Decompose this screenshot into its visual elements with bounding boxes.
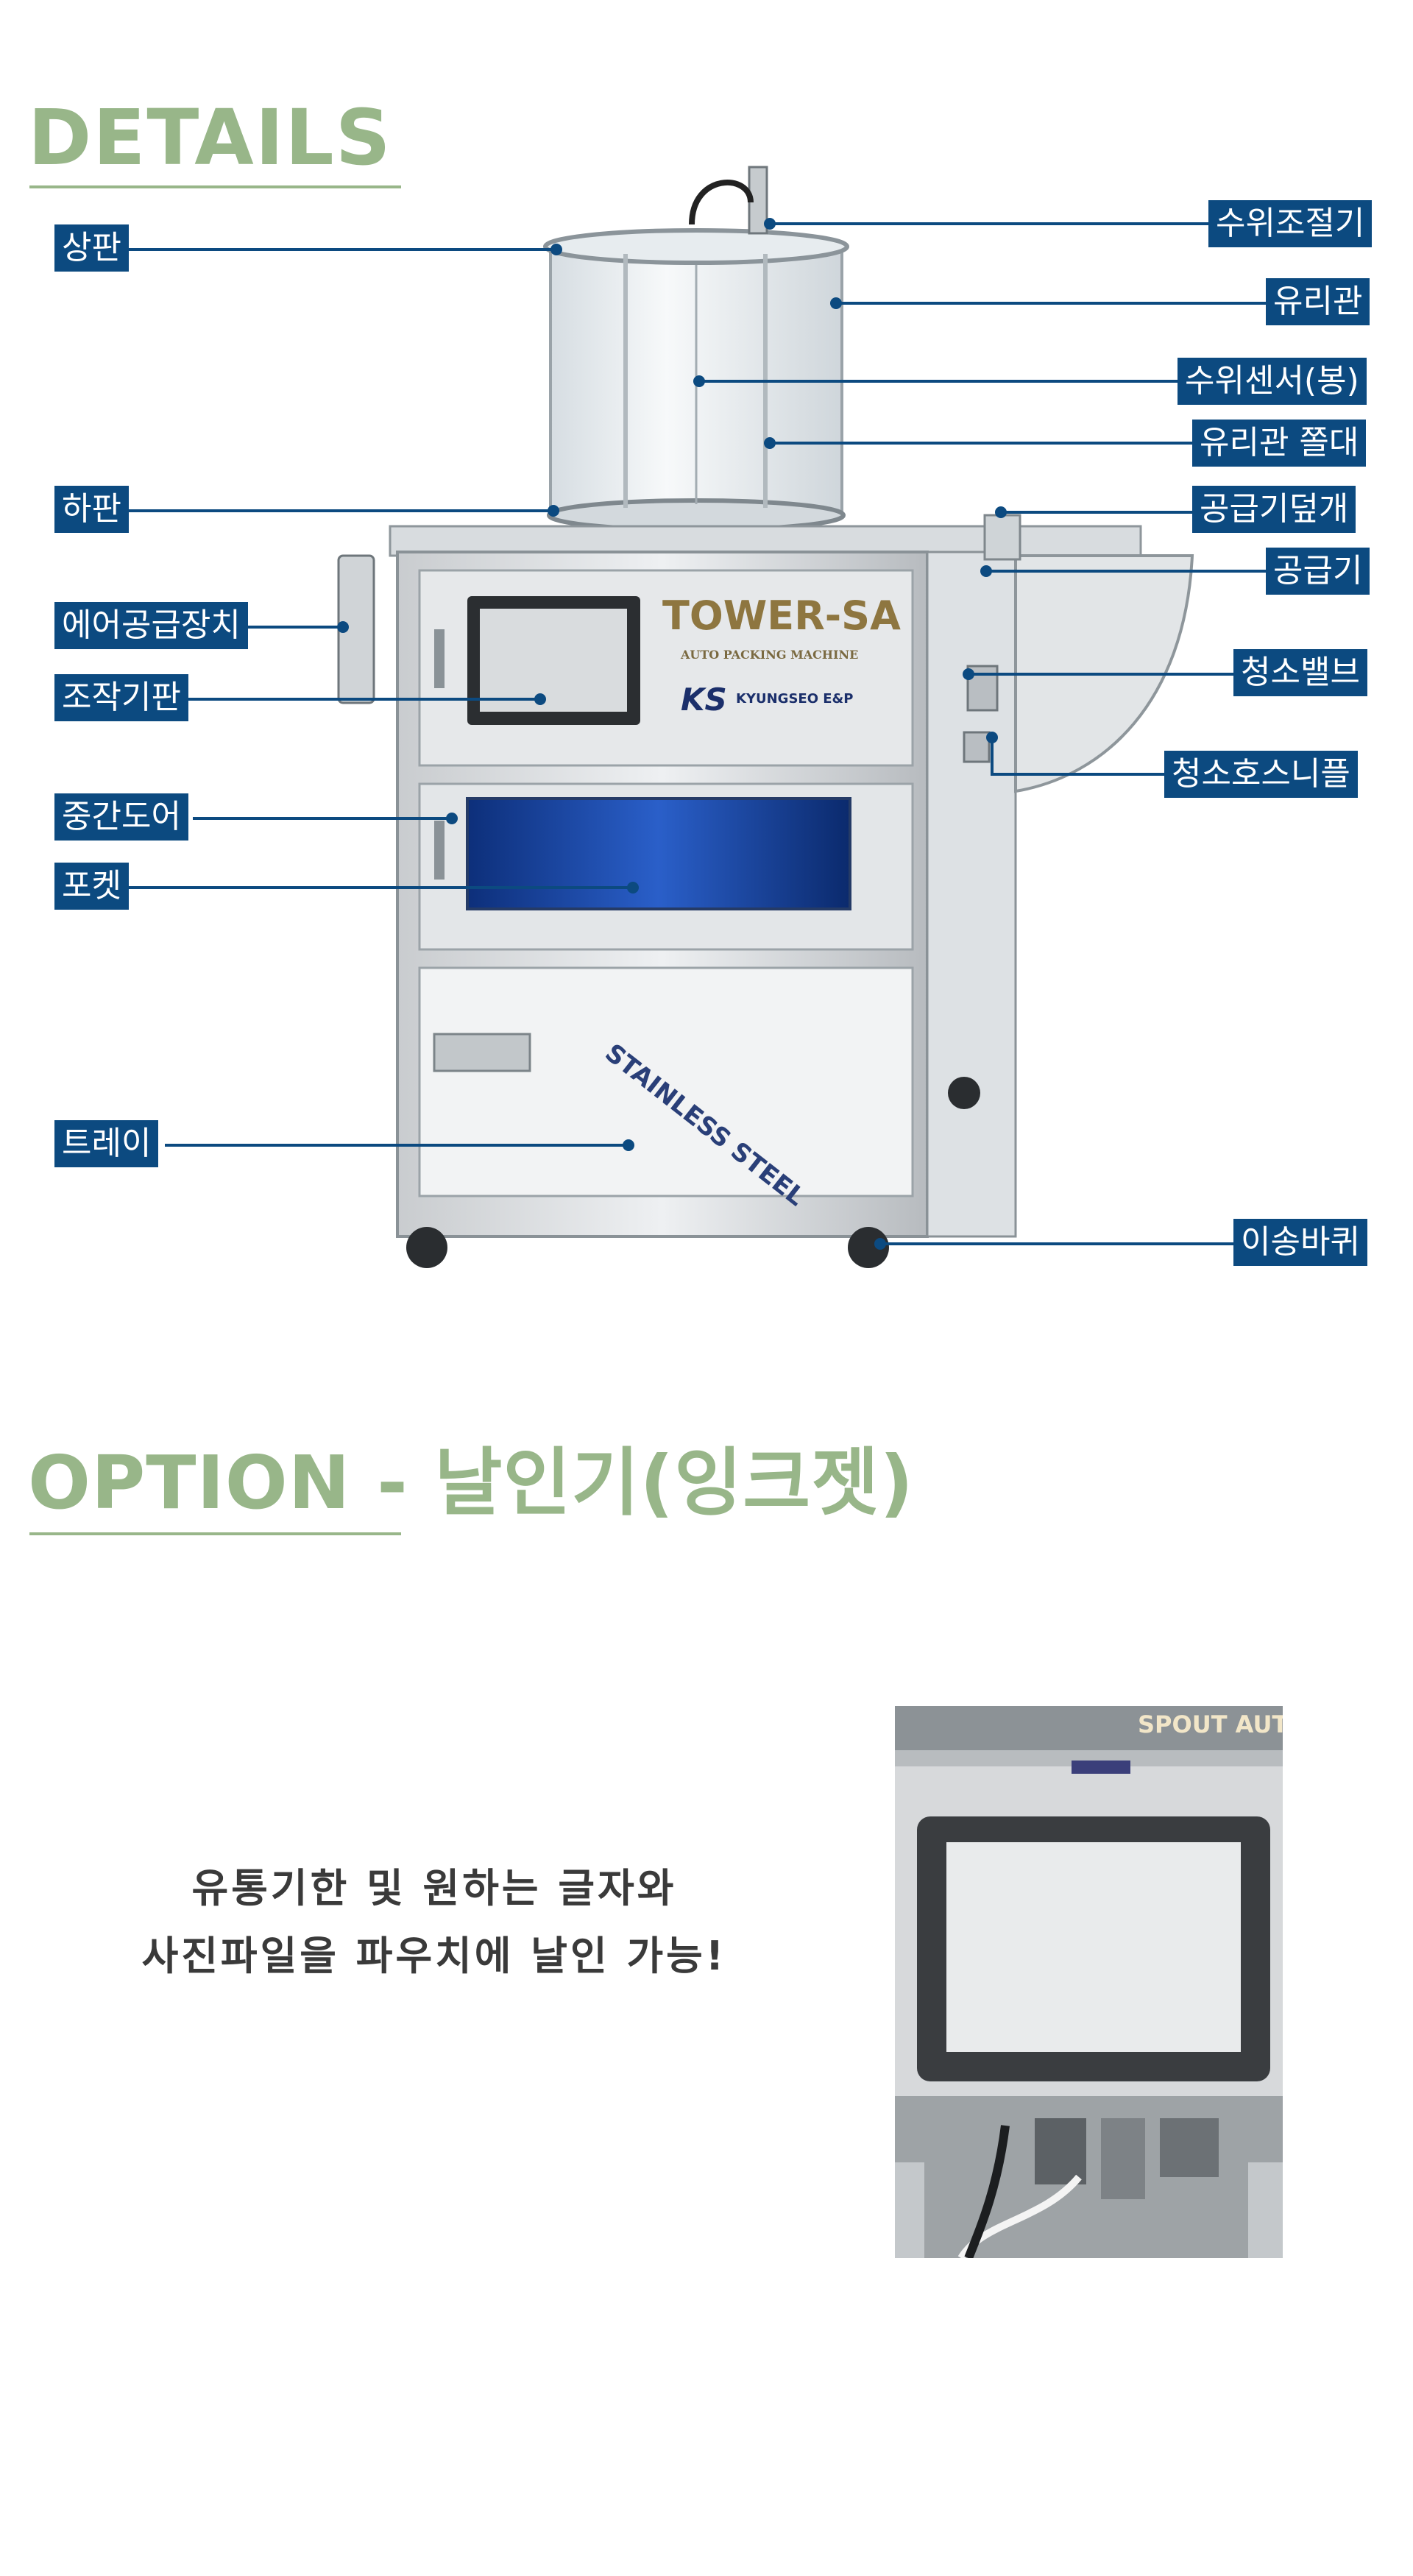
leader-dot-caster [874,1238,886,1250]
machine-illustration: TOWER-SA AUTO PACKING MACHINE KS KYUNGSE… [280,144,1236,1292]
leader-feeder [986,570,1267,573]
leader-level-controller [770,222,1210,225]
leader-dot-feeder-cover [995,506,1007,518]
leader-glass-tube [836,302,1267,305]
leader-dot-cleaning-valve [963,668,974,680]
leader-dot-feeder [980,565,992,577]
leader-dot-glass-tube [830,297,842,309]
option-caption: 유통기한 및 원하는 글자와 사진파일을 파우치에 날인 가능! [103,1855,765,1990]
inkjet-printer-image: SPOUT AUTO [895,1706,1308,2260]
leader-dot-bottom-plate [548,505,559,517]
label-air-supply: 에어공급장치 [54,602,248,649]
label-glass-rod: 유리관 쫄대 [1192,420,1367,467]
label-pocket: 포켓 [54,863,129,910]
label-top-plate: 상판 [54,224,129,272]
label-control-panel: 조작기판 [54,674,188,721]
leader-dot-cleaning-nipple [986,732,998,743]
label-cleaning-valve: 청소밸브 [1233,649,1367,696]
leader-caster [880,1242,1235,1245]
option-heading-underline [29,1532,401,1535]
leader-cleaning-valve [968,673,1235,676]
option-heading: OPTION - 날인기(잉크젯) [28,1440,914,1526]
leader-level-sensor [699,380,1179,383]
inkjet-printer-photo: SPOUT AUTO [895,1706,1308,2260]
photo-label: SPOUT AUTO [1138,1710,1283,1738]
machine-logo: KS [681,682,727,718]
option-caption-line2: 사진파일을 파우치에 날인 가능! [141,1933,727,1979]
label-glass-tube: 유리관 [1266,278,1370,325]
label-feeder: 공급기 [1266,548,1370,595]
leader-cleaning-nipple [991,773,1166,776]
leader-dot-glass-rod [764,437,776,449]
label-middle-door: 중간도어 [54,793,188,841]
leader-air-supply [244,626,341,629]
leader-dot-air-supply [337,621,349,633]
leader-dot-pocket [627,882,639,894]
label-caster: 이송바퀴 [1233,1219,1367,1266]
label-level-sensor: 수위센서(봉) [1178,358,1367,405]
label-feeder-cover: 공급기덮개 [1192,486,1356,533]
leader-bottom-plate [124,509,550,512]
leader-dot-middle-door [446,813,458,824]
machine-maker: KYUNGSEO E&P [736,691,853,707]
leader-dot-top-plate [550,244,562,255]
label-cleaning-nipple: 청소호스니플 [1164,751,1358,798]
details-heading-underline [29,185,401,188]
packing-machine-image: TOWER-SA AUTO PACKING MACHINE KS KYUNGSE… [337,166,1194,1268]
leader-glass-rod [770,442,1194,445]
leader-tray [165,1144,627,1147]
leader-middle-door [193,817,450,820]
option-caption-line1: 유통기한 및 원하는 글자와 [191,1865,677,1911]
leader-pocket [124,886,631,889]
leader-feeder-cover [1001,511,1194,514]
leader-dot-control-panel [534,693,546,705]
machine-brand: TOWER-SA [662,592,901,639]
leader-control-panel [185,698,539,701]
leader-dot-level-controller [764,218,776,230]
leader-dot-level-sensor [693,375,705,387]
details-heading: DETAILS [28,93,392,183]
leader-cleaning-nipple-vertical [991,736,994,774]
label-bottom-plate: 하판 [54,486,129,533]
label-tray: 트레이 [54,1120,159,1167]
leader-dot-tray [623,1139,634,1151]
label-level-controller: 수위조절기 [1208,200,1373,247]
machine-subtitle: AUTO PACKING MACHINE [680,648,858,662]
leader-top-plate [124,248,554,251]
